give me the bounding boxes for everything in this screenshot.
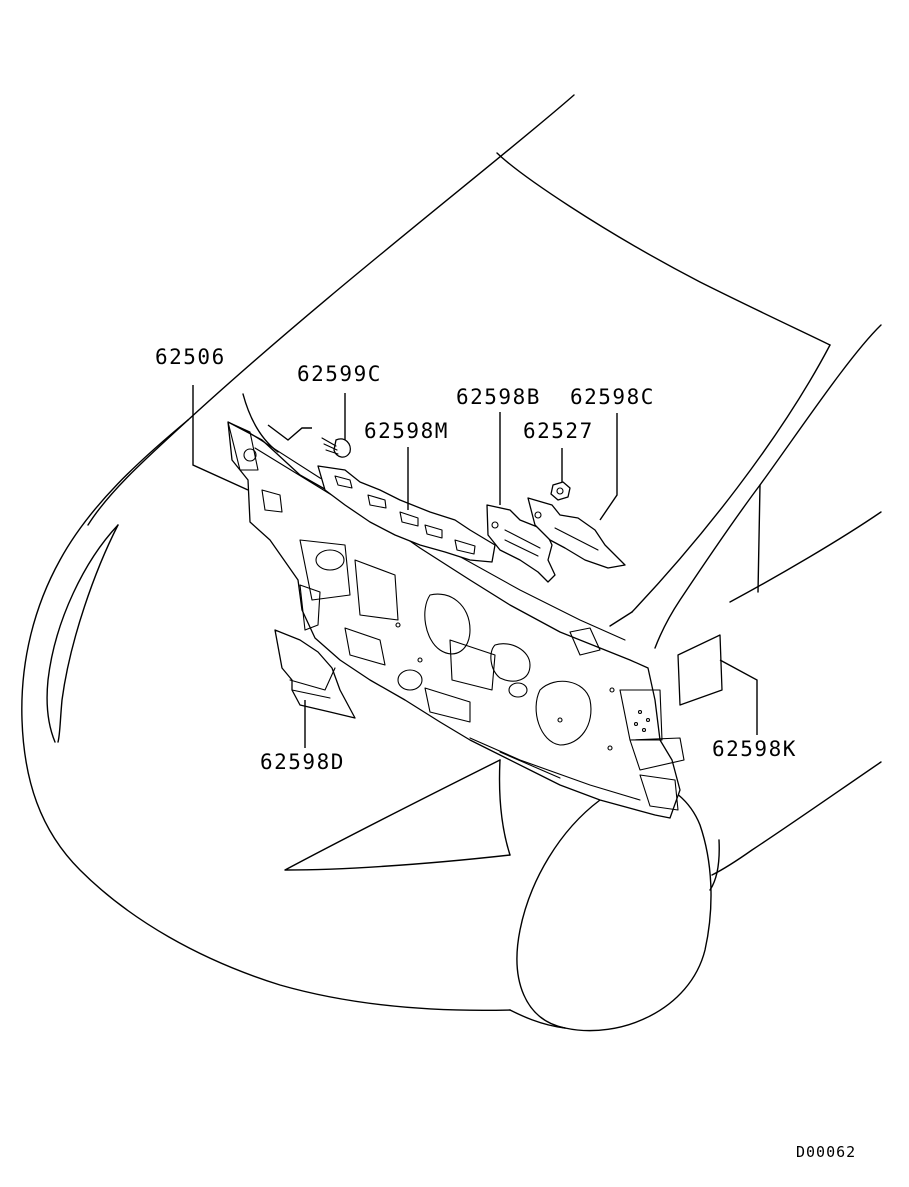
- dash-panel-part: [227, 421, 685, 819]
- reference-code: D00062: [796, 1143, 856, 1161]
- upper-pad-part: [317, 465, 496, 563]
- label-62598d: 62598D: [260, 750, 345, 774]
- clip-part: [321, 437, 351, 458]
- label-62506: 62506: [155, 345, 226, 369]
- label-62598b: 62598B: [456, 385, 541, 409]
- label-62599c: 62599C: [297, 362, 382, 386]
- leader-lines: [192, 385, 758, 748]
- side-pad-part: [677, 634, 723, 706]
- part-labels: 62506 62599C 62598M 62598B 62598C 62527 …: [155, 345, 797, 774]
- label-62598k: 62598K: [712, 737, 797, 761]
- pad-c-part: [527, 497, 626, 569]
- label-62598m: 62598M: [364, 419, 449, 443]
- label-62598c: 62598C: [570, 385, 655, 409]
- lower-pad-part: [274, 629, 356, 719]
- car-body-outline: [21, 94, 882, 1032]
- label-62527: 62527: [523, 419, 594, 443]
- pad-b-part: [486, 504, 556, 583]
- nut-part: [550, 481, 571, 501]
